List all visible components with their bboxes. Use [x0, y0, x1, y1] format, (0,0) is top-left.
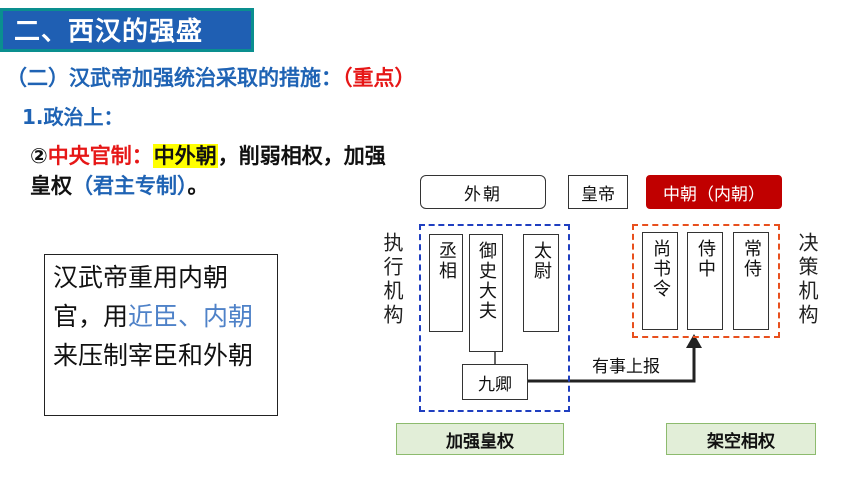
office-chengxiang: 丞相	[429, 234, 463, 332]
office-taiwei: 太尉	[523, 234, 559, 332]
note-text-1: 汉武帝重用内朝官，用	[53, 263, 229, 331]
point-label: 中央官制：	[47, 144, 153, 168]
section-heading: 1.政治上：	[22, 105, 124, 129]
point-rest: ，削弱相权，加强	[217, 144, 386, 168]
exec-frame	[419, 224, 570, 412]
office-shangshuling: 尚书令	[642, 232, 678, 330]
caption-hollow-chancellor: 架空相权	[666, 423, 816, 455]
page-title: 二、西汉的强盛	[14, 17, 204, 47]
outer-court-box: 外朝	[420, 175, 546, 209]
report-label: 有事上报	[592, 357, 660, 377]
point-bullet: ②	[30, 144, 48, 168]
point-line-2: 皇权（君主专制）。	[30, 170, 209, 200]
office-changshi: 常侍	[733, 232, 769, 330]
point-highlight: 中外朝	[152, 144, 218, 168]
decision-frame	[632, 224, 780, 338]
note-blue: 近臣、内朝	[128, 302, 254, 331]
office-jiuqing: 九卿	[462, 364, 528, 400]
inner-court-box: 中朝（内朝）	[646, 175, 782, 209]
point-line2-paren: （君主专制）	[72, 174, 188, 198]
point-line-1: ②中央官制：中外朝，削弱相权，加强	[30, 140, 386, 170]
emperor-box: 皇帝	[568, 175, 628, 209]
note-box: 汉武帝重用内朝官，用近臣、内朝来压制宰臣和外朝	[44, 254, 278, 416]
note-text: 汉武帝重用内朝官，用近臣、内朝来压制宰臣和外朝	[53, 258, 269, 375]
decision-organ-label: 决策机构	[795, 232, 819, 328]
caption-strengthen-imperial: 加强皇权	[396, 423, 564, 455]
exec-organ-label: 执行机构	[380, 232, 404, 328]
note-text-2: 来压制宰臣和外朝	[53, 341, 254, 370]
office-yushidafu: 御史大夫	[469, 234, 503, 352]
subheading-key-point: （重点）	[342, 66, 416, 90]
subheading: （二）汉武帝加强统治采取的措施：（重点）	[6, 62, 416, 92]
subheading-text: （二）汉武帝加强统治采取的措施：	[6, 66, 342, 90]
title-banner	[0, 8, 254, 52]
point-line2-end: 。	[187, 174, 209, 198]
point-line2-start: 皇权	[30, 174, 72, 198]
office-shizhong: 侍中	[687, 232, 723, 330]
